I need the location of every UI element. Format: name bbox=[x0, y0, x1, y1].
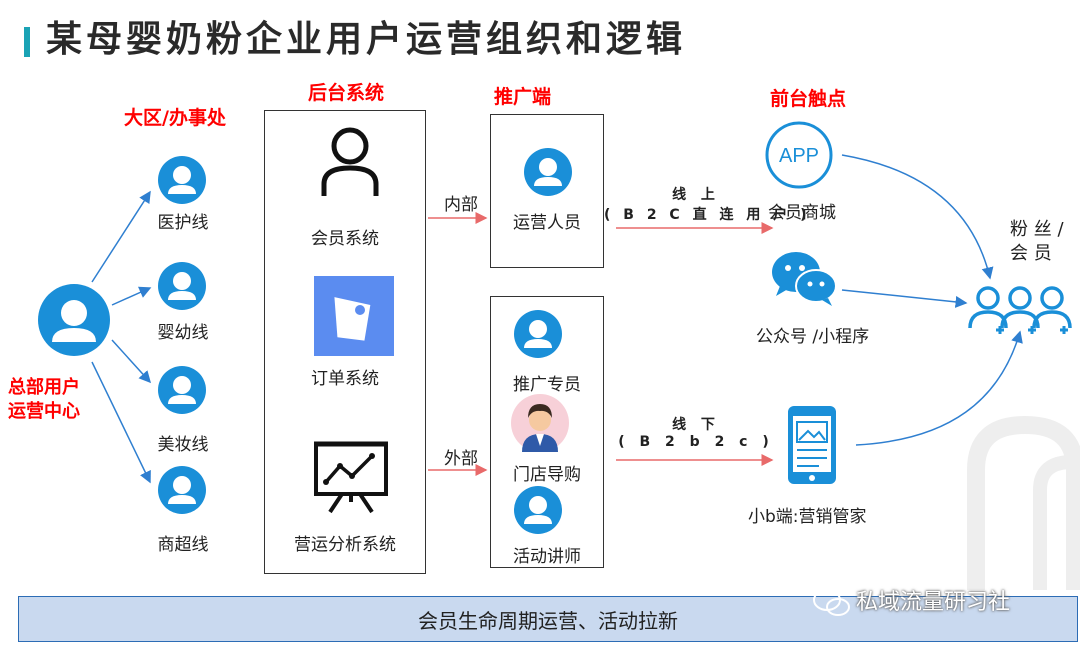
region-label: 美妆线 bbox=[157, 435, 209, 455]
hq-user-icon bbox=[38, 284, 110, 356]
hq-to-region-3 bbox=[111, 339, 152, 384]
app-icon-text: APP bbox=[779, 145, 819, 167]
hq-to-region-4 bbox=[91, 361, 151, 484]
section-backend: 后台系统 bbox=[308, 82, 385, 104]
app-icon: APP bbox=[765, 121, 833, 189]
operator-user-icon bbox=[524, 148, 572, 196]
backend-system-label: 订单系统 bbox=[311, 369, 379, 389]
wechat-watermark-icon bbox=[813, 589, 850, 616]
online-line1: 线 上 bbox=[672, 187, 720, 203]
region-label: 医护线 bbox=[157, 213, 209, 233]
wechat-to-fans-line bbox=[841, 289, 968, 308]
mobile-phone-icon bbox=[788, 406, 836, 484]
online-line2: ( B 2 C 直 连 用 户 ) bbox=[604, 207, 811, 223]
region-user-icon bbox=[158, 466, 206, 514]
touchpoint-smallb-label: 小b端:营销管家 bbox=[748, 507, 867, 527]
shop-guide-avatar-icon bbox=[511, 394, 569, 452]
offline-label: 线 下 ( B 2 b 2 c ) bbox=[604, 414, 788, 450]
lifecycle-bar-text: 会员生命周期运营、活动拉新 bbox=[418, 608, 678, 633]
hq-to-region-2 bbox=[111, 286, 152, 306]
backend-system-label: 营运分析系统 bbox=[294, 535, 396, 555]
section-region: 大区/办事处 bbox=[124, 107, 226, 129]
offline-line2: ( B 2 b 2 c ) bbox=[618, 434, 774, 450]
backend-system-label: 会员系统 bbox=[311, 229, 379, 249]
promotion-role-label: 活动讲师 bbox=[513, 547, 581, 567]
wechat-icon bbox=[772, 252, 837, 306]
touchpoint-wechat-label: 公众号 /小程序 bbox=[756, 327, 870, 347]
hq-to-region-1 bbox=[91, 190, 151, 283]
region-user-icon bbox=[158, 156, 206, 204]
section-promotion: 推广端 bbox=[494, 86, 552, 108]
lecturer-user-icon bbox=[514, 486, 562, 534]
fans-label: 粉 丝 / 会 员 bbox=[1010, 218, 1064, 266]
decor-arch-2 bbox=[1033, 455, 1073, 590]
external-label: 外部 bbox=[444, 449, 478, 469]
promotion-role-label: 运营人员 bbox=[513, 213, 581, 233]
hq-label-line2: 运营中心 bbox=[8, 401, 80, 422]
tag-icon bbox=[314, 276, 394, 356]
internal-label: 内部 bbox=[444, 195, 478, 215]
promotion-role-label: 推广专员 bbox=[513, 375, 581, 395]
app-to-fans-curve bbox=[841, 154, 994, 280]
promotion-role-label: 门店导购 bbox=[513, 465, 581, 485]
section-frontend: 前台触点 bbox=[770, 88, 847, 110]
fans-line2: 会 员 bbox=[1010, 243, 1052, 264]
hq-label-line1: 总部用户 bbox=[8, 377, 80, 398]
watermark-text: 私域流量研习社 bbox=[856, 590, 1011, 615]
analytics-board-icon bbox=[314, 441, 388, 514]
member-system-icon bbox=[321, 127, 379, 196]
region-user-icon bbox=[158, 366, 206, 414]
smallb-to-fans-curve bbox=[855, 330, 1023, 446]
region-label: 商超线 bbox=[157, 535, 209, 555]
region-label: 婴幼线 bbox=[157, 323, 209, 343]
promoter-user-icon bbox=[514, 310, 562, 358]
members-group-icon bbox=[968, 286, 1072, 334]
offline-line1: 线 下 bbox=[672, 417, 720, 433]
region-user-icon bbox=[158, 262, 206, 310]
hq-label: 总部用户 运营中心 bbox=[8, 376, 80, 424]
page-title: 某母婴奶粉企业用户运营组织和逻辑 bbox=[46, 19, 687, 60]
title-accent-bar bbox=[24, 27, 30, 57]
fans-line1: 粉 丝 / bbox=[1010, 219, 1064, 240]
online-label: 线 上 ( B 2 C 直 连 用 户 ) bbox=[604, 184, 811, 224]
touchpoint-app-label: 会员商城 bbox=[768, 203, 836, 223]
decor-arch-1 bbox=[967, 415, 1080, 590]
lifecycle-bar: 会员生命周期运营、活动拉新 bbox=[18, 596, 1078, 642]
